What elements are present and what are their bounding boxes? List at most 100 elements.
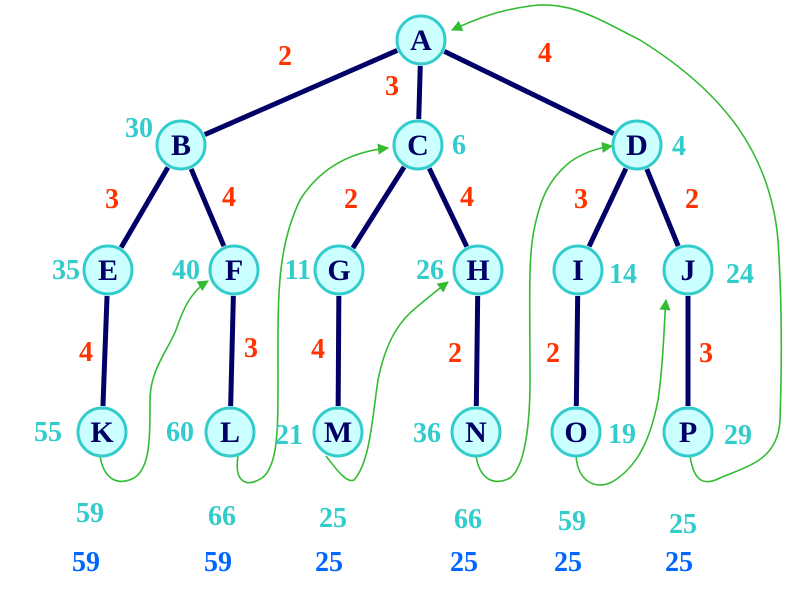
node-K: K (76, 406, 128, 458)
edge-A-C (416, 65, 423, 120)
tour-arrow-M-to-H (325, 281, 449, 482)
tour-arrow-K-to-F (99, 280, 209, 483)
node-circle-I (552, 244, 604, 296)
node-label-L: L (220, 416, 240, 449)
edge-weight-C-G: 2 (344, 184, 358, 215)
node-circle-A (395, 14, 447, 66)
node-label-M: M (324, 416, 352, 449)
node-J: J (662, 244, 714, 296)
node-cost-D: 4 (672, 131, 686, 162)
node-cost-B: 30 (125, 113, 153, 144)
tour-arrows-layer (99, 4, 783, 486)
node-label-P: P (679, 416, 697, 449)
edge-B-F (188, 167, 227, 248)
node-label-A: A (410, 24, 432, 57)
node-M: M (312, 406, 364, 458)
edge-C-H (426, 167, 470, 248)
node-O: O (550, 406, 602, 458)
node-P: P (662, 406, 714, 458)
edge-weight-F-L: 3 (244, 333, 258, 364)
node-I: I (552, 244, 604, 296)
edge-A-B (203, 48, 399, 137)
node-label-N: N (465, 416, 487, 449)
node-G: G (313, 244, 365, 296)
node-cost-H: 26 (416, 255, 444, 286)
node-circle-P (662, 406, 714, 458)
node-N: N (450, 406, 502, 458)
node-circle-F (208, 244, 260, 296)
node-circle-G (313, 244, 365, 296)
node-L: L (204, 406, 256, 458)
edge-I-O (573, 295, 581, 407)
edge-weight-D-I: 3 (574, 184, 588, 215)
node-circle-N (450, 406, 502, 458)
edge-weight-B-E: 3 (105, 184, 119, 215)
node-circle-J (662, 244, 714, 296)
node-cost-F: 40 (172, 255, 200, 286)
node-cost-I: 14 (609, 259, 637, 290)
node-C: C (392, 119, 444, 171)
nodes-layer: A B C D E F G H I J K L M N O P (76, 14, 714, 458)
node-H: H (452, 244, 504, 296)
node-circle-E (82, 244, 134, 296)
node-label-F: F (225, 254, 243, 287)
node-circle-O (550, 406, 602, 458)
node-F: F (208, 244, 260, 296)
result-row2-L: 59 (204, 547, 232, 578)
edge-weight-B-F: 4 (222, 182, 236, 213)
node-circle-K (76, 406, 128, 458)
tour-arrow-O-to-J (575, 298, 671, 486)
node-cost-E: 35 (52, 255, 80, 286)
edge-C-G (350, 165, 407, 250)
node-cost-P: 29 (724, 420, 752, 451)
node-label-D: D (626, 129, 648, 162)
edge-weight-H-N: 2 (448, 338, 462, 369)
edge-weight-A-C: 3 (385, 71, 399, 102)
edge-B-E (118, 166, 171, 249)
edge-weight-E-K: 4 (79, 337, 93, 368)
edge-G-M (335, 295, 342, 407)
edge-weight-D-J: 2 (685, 184, 699, 215)
edge-weight-A-B: 2 (278, 41, 292, 72)
result-row2-K: 59 (72, 547, 100, 578)
edge-A-D (443, 49, 615, 136)
node-circle-C (392, 119, 444, 171)
edge-D-J (644, 168, 681, 247)
node-label-I: I (572, 254, 584, 287)
node-cost-J: 24 (726, 259, 754, 290)
node-label-C: C (407, 129, 429, 162)
edge-E-K (100, 295, 110, 407)
edges-layer (100, 48, 691, 407)
result-row2-M: 25 (315, 547, 343, 578)
result-row1-M: 25 (319, 503, 347, 534)
node-cost-N: 36 (413, 418, 441, 449)
node-cost-M: 21 (275, 420, 303, 451)
result-row1-L: 66 (208, 501, 236, 532)
edge-D-I (586, 167, 629, 248)
node-E: E (82, 244, 134, 296)
edge-H-N (473, 295, 481, 407)
node-circle-B (155, 119, 207, 171)
result-row1-N: 66 (454, 504, 482, 535)
node-label-J: J (681, 254, 696, 287)
node-label-H: H (466, 254, 489, 287)
node-cost-L: 60 (166, 417, 194, 448)
tour-arrow-L-to-C (236, 143, 390, 484)
node-label-G: G (327, 254, 350, 287)
edge-weight-G-M: 4 (311, 334, 325, 365)
node-label-B: B (171, 129, 191, 162)
node-D: D (611, 119, 663, 171)
result-row1-P: 25 (669, 509, 697, 540)
node-label-E: E (98, 254, 118, 287)
node-cost-G: 11 (285, 255, 311, 286)
edge-weight-A-D: 4 (538, 38, 552, 69)
edge-weight-J-P: 3 (699, 338, 713, 369)
node-cost-O: 19 (608, 419, 636, 450)
node-circle-D (611, 119, 663, 171)
edge-weight-I-O: 2 (546, 338, 560, 369)
node-cost-K: 55 (34, 417, 62, 448)
result-row1-K: 59 (76, 498, 104, 529)
